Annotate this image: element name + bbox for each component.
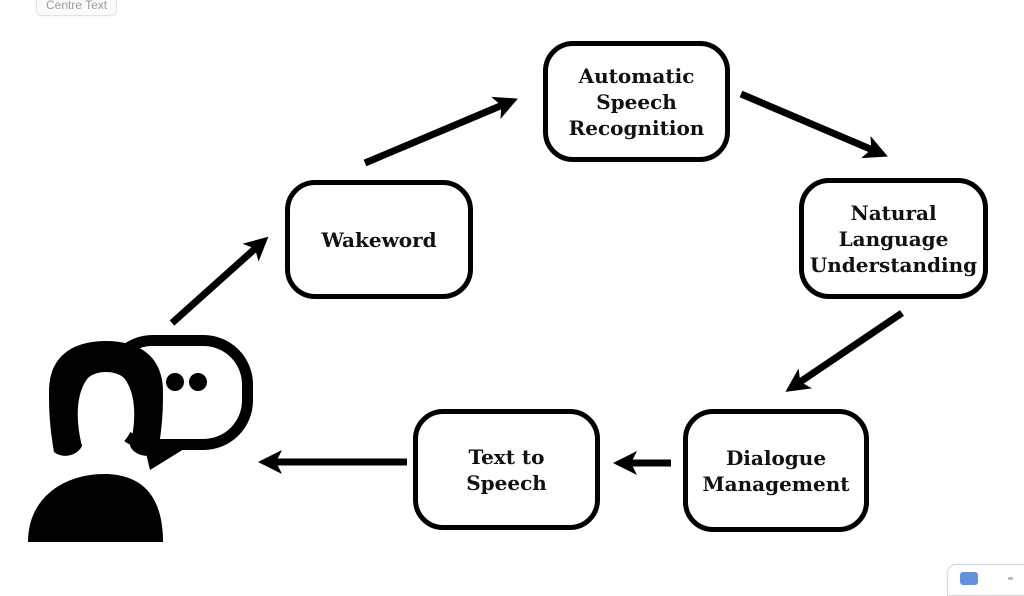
node-automatic-speech-recognition[interactable]: Automatic Speech Recognition (543, 41, 730, 162)
accent-color-button[interactable] (960, 572, 978, 585)
corner-toolbar-panel (947, 564, 1024, 596)
node-label: Automatic Speech Recognition (568, 63, 705, 140)
centre-text-tooltip: Centre Text (36, 0, 118, 16)
node-label: Wakeword (321, 227, 437, 252)
arrow-asr-to-nlu[interactable] (739, 90, 888, 159)
arrow-nlu-to-dialogue-management[interactable] (785, 310, 904, 392)
person-with-speech-bubble-icon[interactable] (22, 328, 260, 550)
node-wakeword[interactable]: Wakeword (285, 180, 473, 299)
node-label: Dialogue Management (702, 445, 850, 496)
shoulders (28, 474, 163, 542)
face (77, 370, 135, 450)
arrow-user-to-wakeword[interactable] (169, 236, 269, 326)
node-natural-language-understanding[interactable]: Natural Language Understanding (799, 178, 988, 299)
panel-handle-mark (1008, 577, 1013, 580)
node-dialogue-management[interactable]: Dialogue Management (683, 409, 869, 532)
hair (49, 341, 163, 456)
speech-bubble-tail (140, 428, 218, 470)
speech-bubble (103, 335, 253, 450)
node-label: Natural Language Understanding (809, 200, 978, 277)
node-text-to-speech[interactable]: Text to Speech (413, 409, 600, 530)
arrow-wakeword-to-asr[interactable] (363, 96, 518, 167)
node-label: Text to Speech (466, 444, 547, 495)
ellipsis-dots-icon (143, 373, 207, 391)
